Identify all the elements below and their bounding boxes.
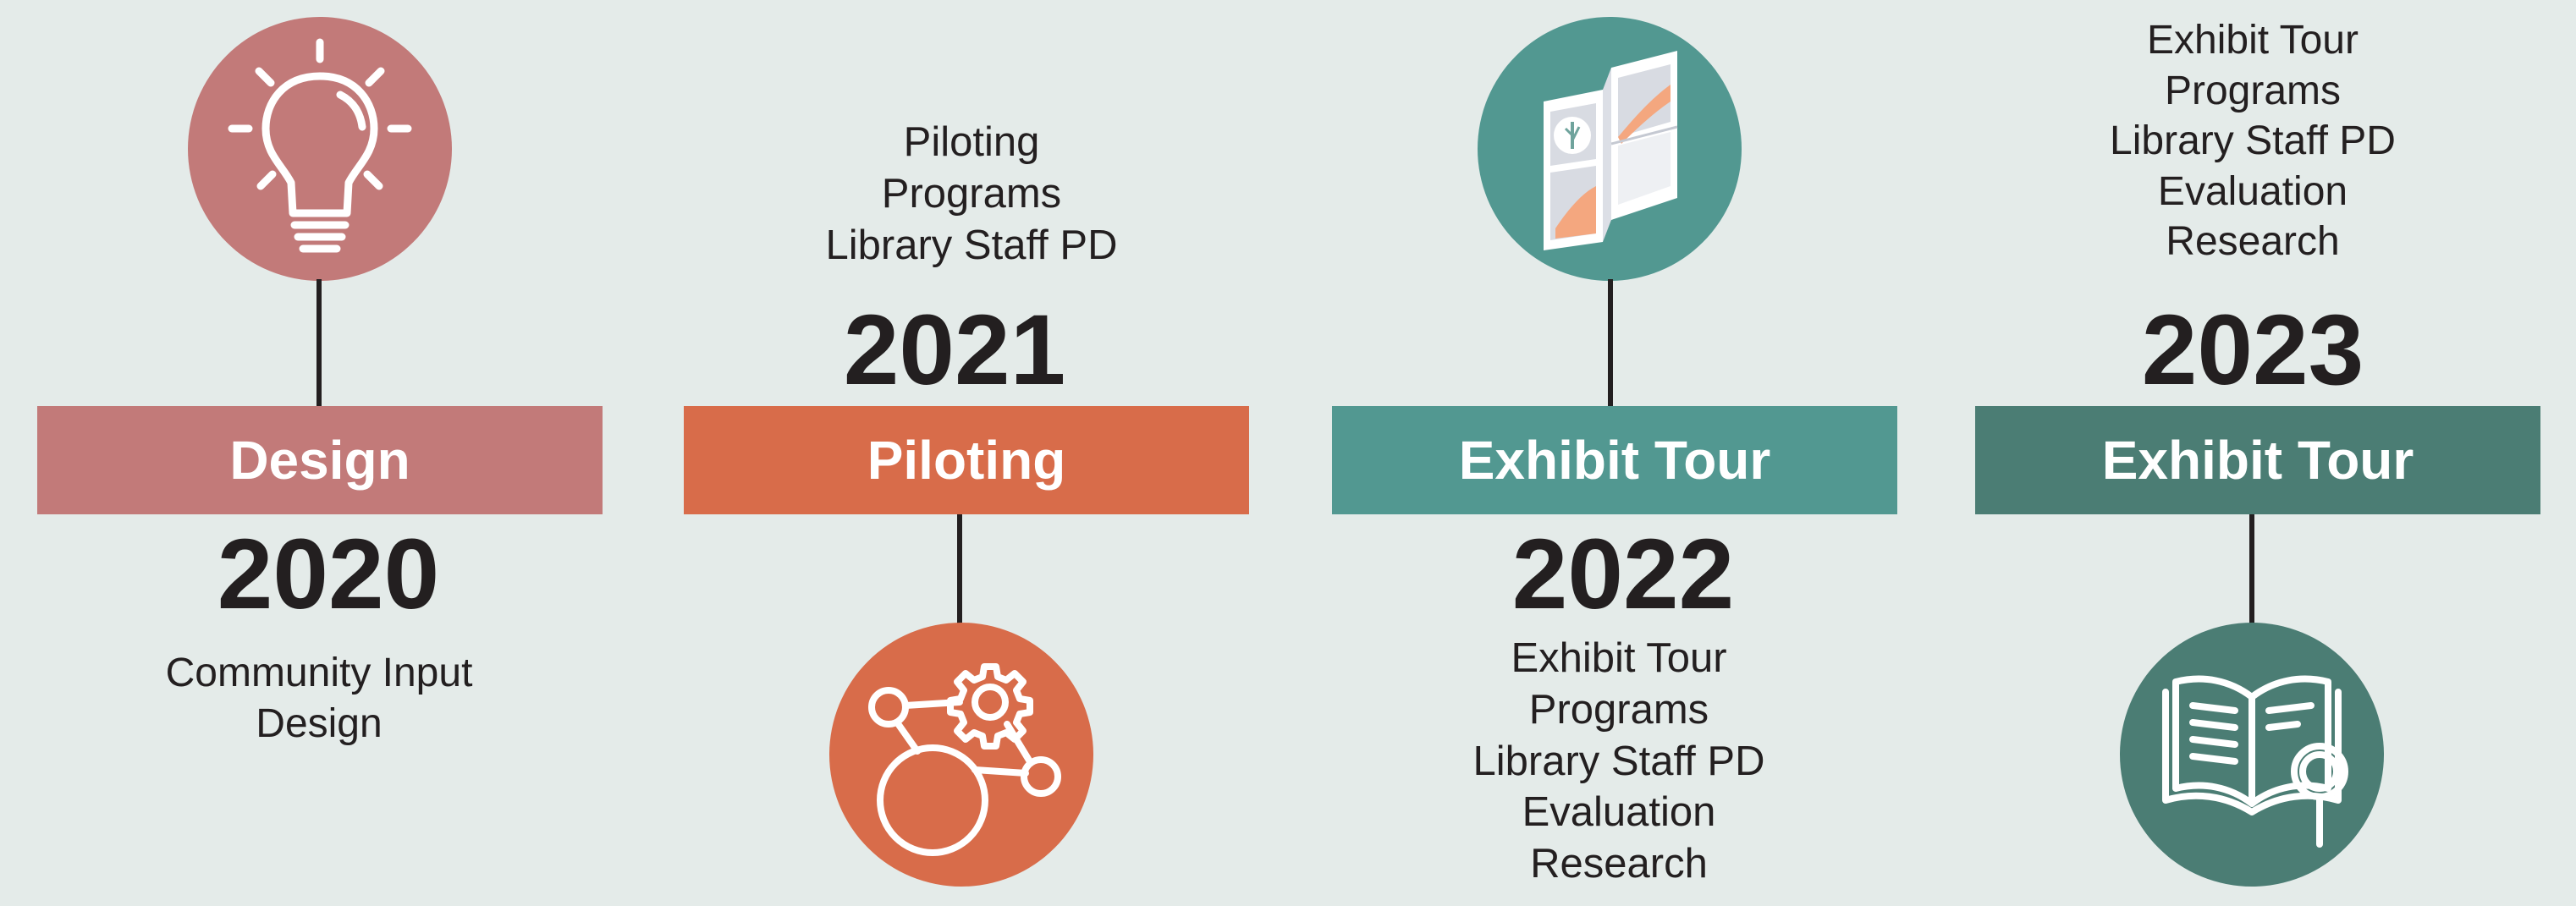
activity-item: Programs xyxy=(881,170,1062,217)
exhibit-2022-icon-circle xyxy=(1478,17,1742,281)
activity-item: Community Input xyxy=(165,651,473,695)
piloting-icon-circle xyxy=(829,623,1093,887)
design-activities: Community Input Design xyxy=(65,648,573,749)
activity-item: Programs xyxy=(2164,68,2342,113)
lightbulb-icon xyxy=(228,38,412,253)
exhibit-2022-stage-label: Exhibit Tour xyxy=(1458,430,1771,491)
exhibit-2023-icon-circle xyxy=(2120,623,2384,887)
exhibit-2023-connector-line xyxy=(2249,514,2254,624)
network-gear-icon xyxy=(868,663,1061,856)
exhibit-2023-stage-label: Exhibit Tour xyxy=(2101,430,2414,491)
activity-item: Exhibit Tour xyxy=(1511,635,1727,681)
exhibit-2023-activities: Exhibit Tour Programs Library Staff PD E… xyxy=(1999,15,2507,267)
activity-item: Library Staff PD xyxy=(1472,738,1765,784)
exhibit-2022-year: 2022 xyxy=(1511,519,1735,630)
activity-item: Evaluation xyxy=(2157,168,2348,214)
activity-item: Piloting xyxy=(903,119,1040,165)
piloting-stage-label: Piloting xyxy=(867,430,1066,491)
design-icon-circle xyxy=(188,17,452,281)
exhibit-2022-connector-line xyxy=(1608,279,1613,406)
exhibit-2023-year: 2023 xyxy=(2141,294,2364,406)
exhibit-2023-stage-bar: Exhibit Tour xyxy=(1975,406,2540,514)
design-stage-bar: Design xyxy=(37,406,603,514)
activity-item: Exhibit Tour xyxy=(2147,18,2359,63)
exhibit-2022-stage-bar: Exhibit Tour xyxy=(1332,406,1897,514)
activity-item: Programs xyxy=(1528,686,1709,733)
exhibit-panels-icon xyxy=(1544,51,1678,250)
activity-item: Research xyxy=(1530,841,1708,887)
piloting-activities: Piloting Programs Library Staff PD xyxy=(718,117,1225,271)
activity-item: Library Staff PD xyxy=(825,222,1118,268)
exhibit-2022-activities: Exhibit Tour Programs Library Staff PD E… xyxy=(1365,633,1873,890)
design-stage-label: Design xyxy=(229,430,410,491)
piloting-stage-bar: Piloting xyxy=(684,406,1249,514)
activity-item: Design xyxy=(256,700,383,746)
design-connector-line xyxy=(316,279,322,406)
activity-item: Library Staff PD xyxy=(2110,118,2396,164)
activity-item: Evaluation xyxy=(1522,789,1716,836)
piloting-connector-line xyxy=(957,514,962,624)
book-magnifier-icon xyxy=(2162,675,2348,848)
design-year: 2020 xyxy=(217,519,440,630)
piloting-year: 2021 xyxy=(843,294,1066,406)
activity-item: Research xyxy=(2166,219,2340,265)
